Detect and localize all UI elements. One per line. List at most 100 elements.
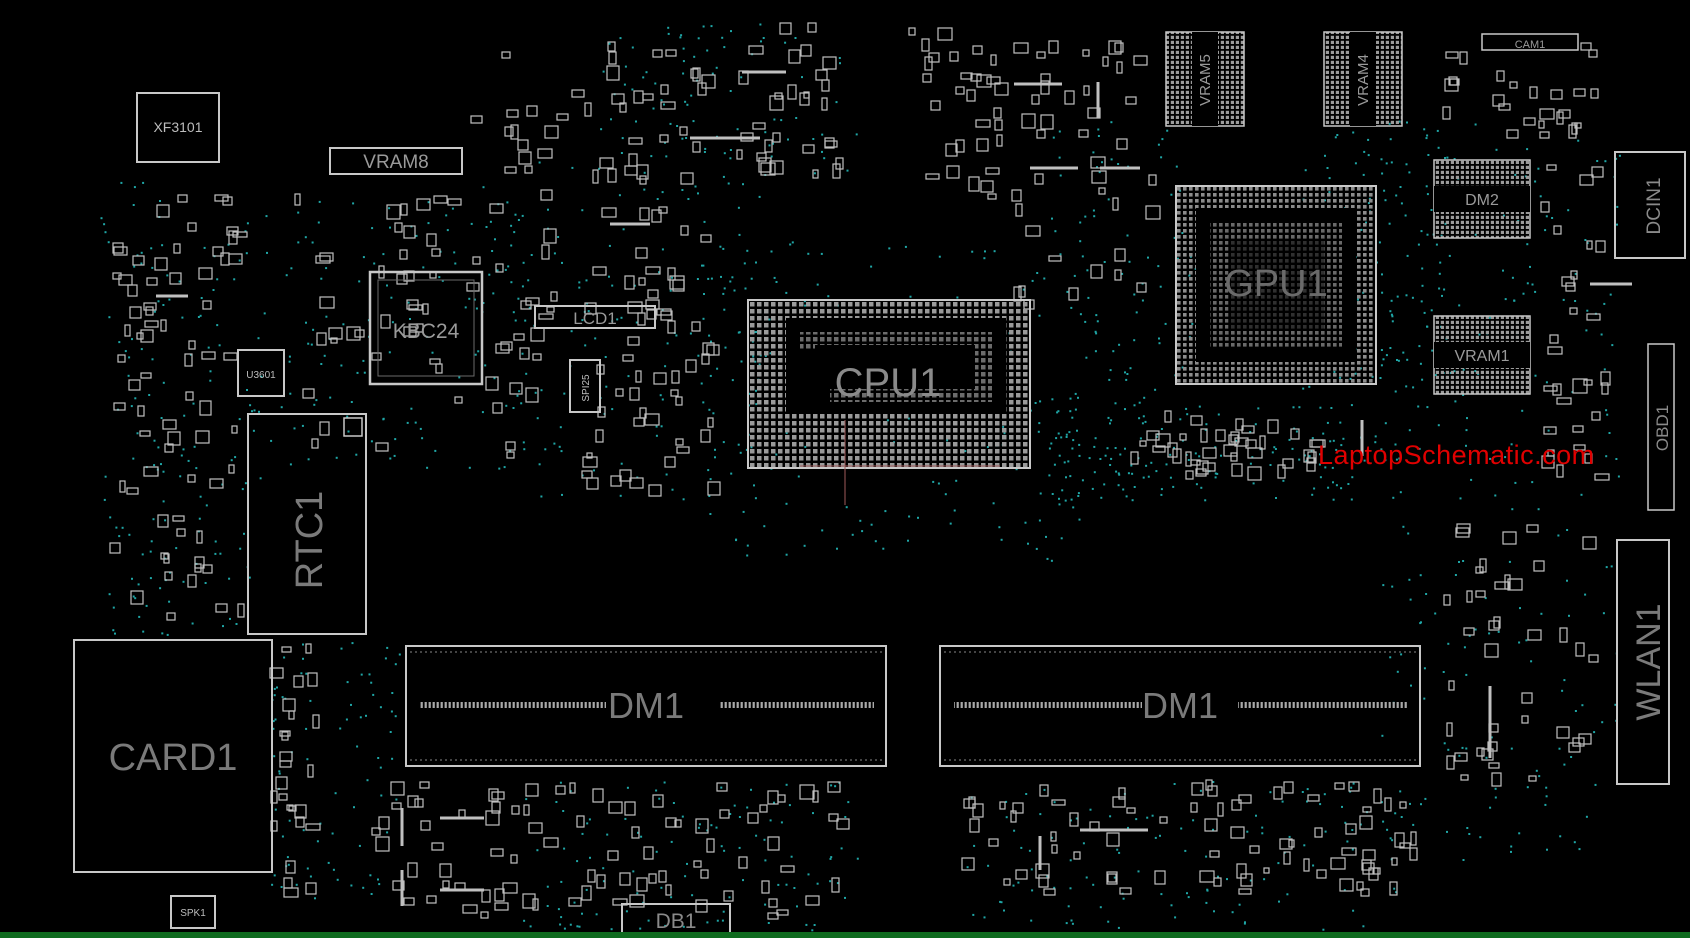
component-vram8[interactable]: VRAM4 xyxy=(1323,31,1403,127)
via xyxy=(1539,195,1542,198)
component-cpu1[interactable]: CPU1 xyxy=(747,299,1031,505)
via xyxy=(1425,137,1428,140)
via xyxy=(238,418,241,421)
via xyxy=(142,630,145,633)
passive-part xyxy=(924,56,933,71)
via xyxy=(1226,878,1228,881)
via xyxy=(790,855,793,858)
passive-part xyxy=(286,804,294,811)
component-dm1[interactable]: DM1 xyxy=(939,645,1421,767)
via xyxy=(1399,491,1402,494)
via xyxy=(663,103,665,106)
component-kbc24[interactable]: KBC24 xyxy=(368,270,484,386)
component-db1[interactable]: LCD1 xyxy=(534,305,656,329)
component-spi25[interactable]: SPI25 xyxy=(569,359,601,413)
component-vram1[interactable]: DM2 xyxy=(1433,159,1531,239)
component-lcd1[interactable]: VRAM8 xyxy=(329,147,463,175)
via xyxy=(1045,535,1047,538)
via xyxy=(112,629,115,632)
via xyxy=(380,794,383,797)
via xyxy=(558,445,561,448)
via xyxy=(1605,566,1608,569)
via xyxy=(1537,167,1540,170)
via xyxy=(1444,157,1446,159)
component-cam1[interactable]: CAM1 xyxy=(1481,33,1579,51)
via xyxy=(140,348,143,351)
via xyxy=(1381,291,1384,294)
via xyxy=(1396,359,1398,361)
via xyxy=(517,297,520,300)
passive-part xyxy=(517,139,529,151)
passive-part xyxy=(1196,460,1209,475)
via xyxy=(773,801,775,804)
via xyxy=(1420,803,1422,806)
via xyxy=(386,646,389,649)
component-u3601[interactable]: U3601 xyxy=(237,349,285,397)
passive-part xyxy=(537,148,553,159)
via xyxy=(346,681,349,684)
passive-part xyxy=(955,139,965,153)
passive-part xyxy=(281,731,289,741)
component-xf3101[interactable]: XF3101 xyxy=(136,92,220,163)
passive-part xyxy=(422,303,429,315)
via xyxy=(1611,344,1614,347)
via xyxy=(627,375,630,378)
via xyxy=(534,391,537,394)
via xyxy=(305,321,307,324)
via xyxy=(484,364,487,367)
via xyxy=(1438,272,1441,275)
passive-part xyxy=(1339,878,1354,892)
passive-part xyxy=(139,430,151,437)
component-dm2[interactable]: DM1 xyxy=(405,645,887,767)
component-card1[interactable]: CARD1 xyxy=(73,639,273,873)
via xyxy=(1051,493,1054,495)
via xyxy=(561,493,563,496)
via xyxy=(685,137,688,139)
passive-part xyxy=(528,822,543,834)
via xyxy=(388,207,391,210)
passive-part xyxy=(1277,464,1286,479)
passive-part xyxy=(494,902,509,911)
via xyxy=(661,191,664,194)
via xyxy=(149,550,152,553)
component-hdd1[interactable]: DB1 xyxy=(621,903,731,935)
via xyxy=(908,515,911,518)
component-vram4[interactable]: VRAM1 xyxy=(1433,315,1531,395)
via xyxy=(1046,875,1049,878)
via xyxy=(407,301,410,304)
via xyxy=(1098,171,1101,174)
via xyxy=(197,316,200,318)
via xyxy=(1160,488,1163,491)
via xyxy=(1277,862,1280,865)
via xyxy=(536,849,539,852)
component-rtc1[interactable]: RTC1 xyxy=(247,413,367,635)
component-spk1[interactable]: SPK1 xyxy=(170,895,216,929)
via xyxy=(888,247,891,250)
passive-part xyxy=(283,887,299,898)
via xyxy=(136,254,139,257)
via xyxy=(640,835,643,838)
component-dcin1[interactable]: DCIN1 xyxy=(1614,151,1686,259)
component-obd1[interactable]: OBD1 xyxy=(1647,343,1675,511)
passive-part xyxy=(759,804,768,813)
passive-part xyxy=(328,327,343,340)
via xyxy=(297,241,300,244)
passive-part xyxy=(1448,680,1455,691)
passive-part xyxy=(1303,449,1315,463)
via xyxy=(199,314,202,317)
passive-part xyxy=(371,827,381,836)
component-vram5[interactable]: VRAM5 xyxy=(1165,31,1245,127)
via xyxy=(1092,151,1095,154)
passive-part xyxy=(1561,276,1575,287)
via xyxy=(103,498,106,501)
via xyxy=(904,245,907,248)
via xyxy=(1511,508,1514,511)
passive-part xyxy=(1307,451,1317,464)
via xyxy=(474,353,477,356)
component-wlan1[interactable]: WLAN1 xyxy=(1616,539,1670,785)
component-gpu1[interactable]: GPU1 xyxy=(1175,185,1377,385)
passive-part xyxy=(761,880,770,894)
via xyxy=(731,276,734,279)
via xyxy=(578,286,581,289)
passive-part xyxy=(665,884,672,896)
